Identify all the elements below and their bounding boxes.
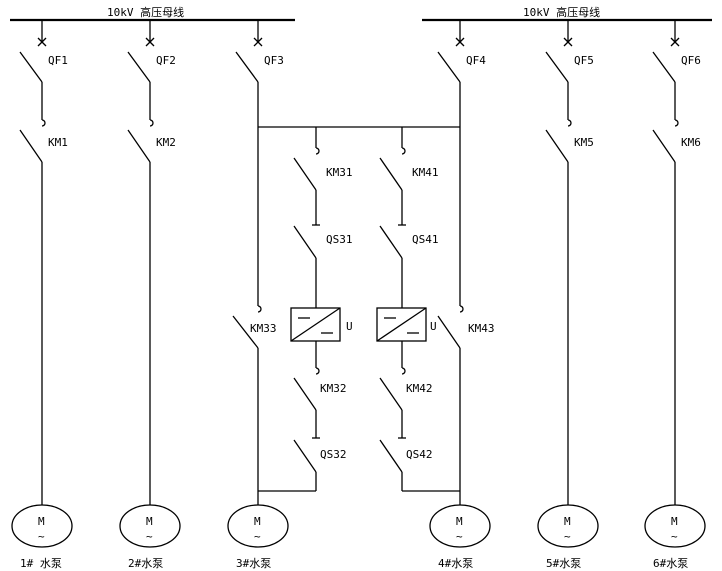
contactor-km32: KM32 (293, 341, 347, 439)
contactor-km43-label: KM43 (468, 322, 495, 335)
vfd-2-label: U (430, 320, 437, 333)
contactor-km5-label: KM5 (574, 136, 594, 149)
pump-4-label: 4#水泵 (438, 557, 473, 570)
contactor-km1-label: KM1 (48, 136, 68, 149)
breaker-qf5-label: QF5 (574, 54, 594, 67)
bus-left: 10kV 高压母线 (10, 5, 295, 22)
motor-5: M ~ 5#水泵 (537, 504, 599, 570)
motor-1: M ~ 1# 水泵 (11, 504, 73, 570)
contactor-km6-label: KM6 (681, 136, 701, 149)
contactor-km41-label: KM41 (412, 166, 439, 179)
vfd-2: U (376, 307, 437, 342)
bus-left-label: 10kV 高压母线 (107, 5, 184, 19)
isolator-qs41-label: QS41 (412, 233, 439, 246)
motor-2-symbol: M (146, 515, 153, 528)
contactor-km33-label: KM33 (250, 322, 277, 335)
isolator-qs42-label: QS42 (406, 448, 433, 461)
contactor-km42-label: KM42 (406, 382, 433, 395)
transfer-bus (258, 126, 460, 148)
motor-5-tilde: ~ (564, 530, 571, 543)
breaker-qf2: QF2 (127, 20, 176, 120)
breaker-qf3-label: QF3 (264, 54, 284, 67)
isolator-qs42: QS42 (379, 439, 460, 492)
pump-3-label: 3#水泵 (236, 557, 271, 570)
contactor-km31-label: KM31 (326, 166, 353, 179)
isolator-qs32-label: QS32 (320, 448, 347, 461)
contactor-km43: KM43 (437, 127, 495, 505)
bus-right: 10kV 高压母线 (422, 5, 712, 22)
motor-6-tilde: ~ (671, 530, 678, 543)
contactor-km2-label: KM2 (156, 136, 176, 149)
vfd-1: U (290, 307, 353, 342)
contactor-km41: KM41 (379, 147, 439, 226)
pump-5-label: 5#水泵 (546, 557, 581, 570)
breaker-qf3: QF3 (235, 20, 284, 127)
motor-2: M ~ 2#水泵 (119, 504, 181, 570)
isolator-qs32: QS32 (258, 439, 347, 492)
motor-3-tilde: ~ (254, 530, 261, 543)
contactor-km42: KM42 (379, 341, 433, 439)
pump-6-label: 6#水泵 (653, 557, 688, 570)
contactor-km2: KM2 (127, 119, 176, 505)
breaker-qf2-label: QF2 (156, 54, 176, 67)
motor-3: M ~ 3#水泵 (227, 504, 289, 570)
motor-5-symbol: M (564, 515, 571, 528)
contactor-km32-label: KM32 (320, 382, 347, 395)
contactor-km5: KM5 (545, 119, 594, 505)
breaker-qf4: QF4 (437, 20, 486, 127)
motor-2-tilde: ~ (146, 530, 153, 543)
contactor-km1: KM1 (19, 119, 68, 505)
motor-1-tilde: ~ (38, 530, 45, 543)
breaker-qf1: QF1 (19, 20, 68, 120)
motor-4: M ~ 4#水泵 (429, 504, 491, 570)
pump-2-label: 2#水泵 (128, 557, 163, 570)
pump-1-label: 1# 水泵 (20, 557, 62, 570)
motor-3-symbol: M (254, 515, 261, 528)
breaker-qf5: QF5 (545, 20, 594, 120)
breaker-qf6: QF6 (652, 20, 701, 120)
motor-6: M ~ 6#水泵 (644, 504, 706, 570)
isolator-qs41: QS41 (379, 225, 439, 308)
isolator-qs31: QS31 (293, 225, 353, 308)
bus-right-label: 10kV 高压母线 (523, 5, 600, 19)
contactor-km33: KM33 (232, 127, 277, 505)
vfd-1-label: U (346, 320, 353, 333)
breaker-qf1-label: QF1 (48, 54, 68, 67)
motor-6-symbol: M (671, 515, 678, 528)
motor-1-symbol: M (38, 515, 45, 528)
contactor-km31: KM31 (293, 147, 353, 226)
motor-4-symbol: M (456, 515, 463, 528)
breaker-qf6-label: QF6 (681, 54, 701, 67)
breaker-qf4-label: QF4 (466, 54, 486, 67)
contactor-km6: KM6 (652, 119, 701, 505)
isolator-qs31-label: QS31 (326, 233, 353, 246)
motor-4-tilde: ~ (456, 530, 463, 543)
